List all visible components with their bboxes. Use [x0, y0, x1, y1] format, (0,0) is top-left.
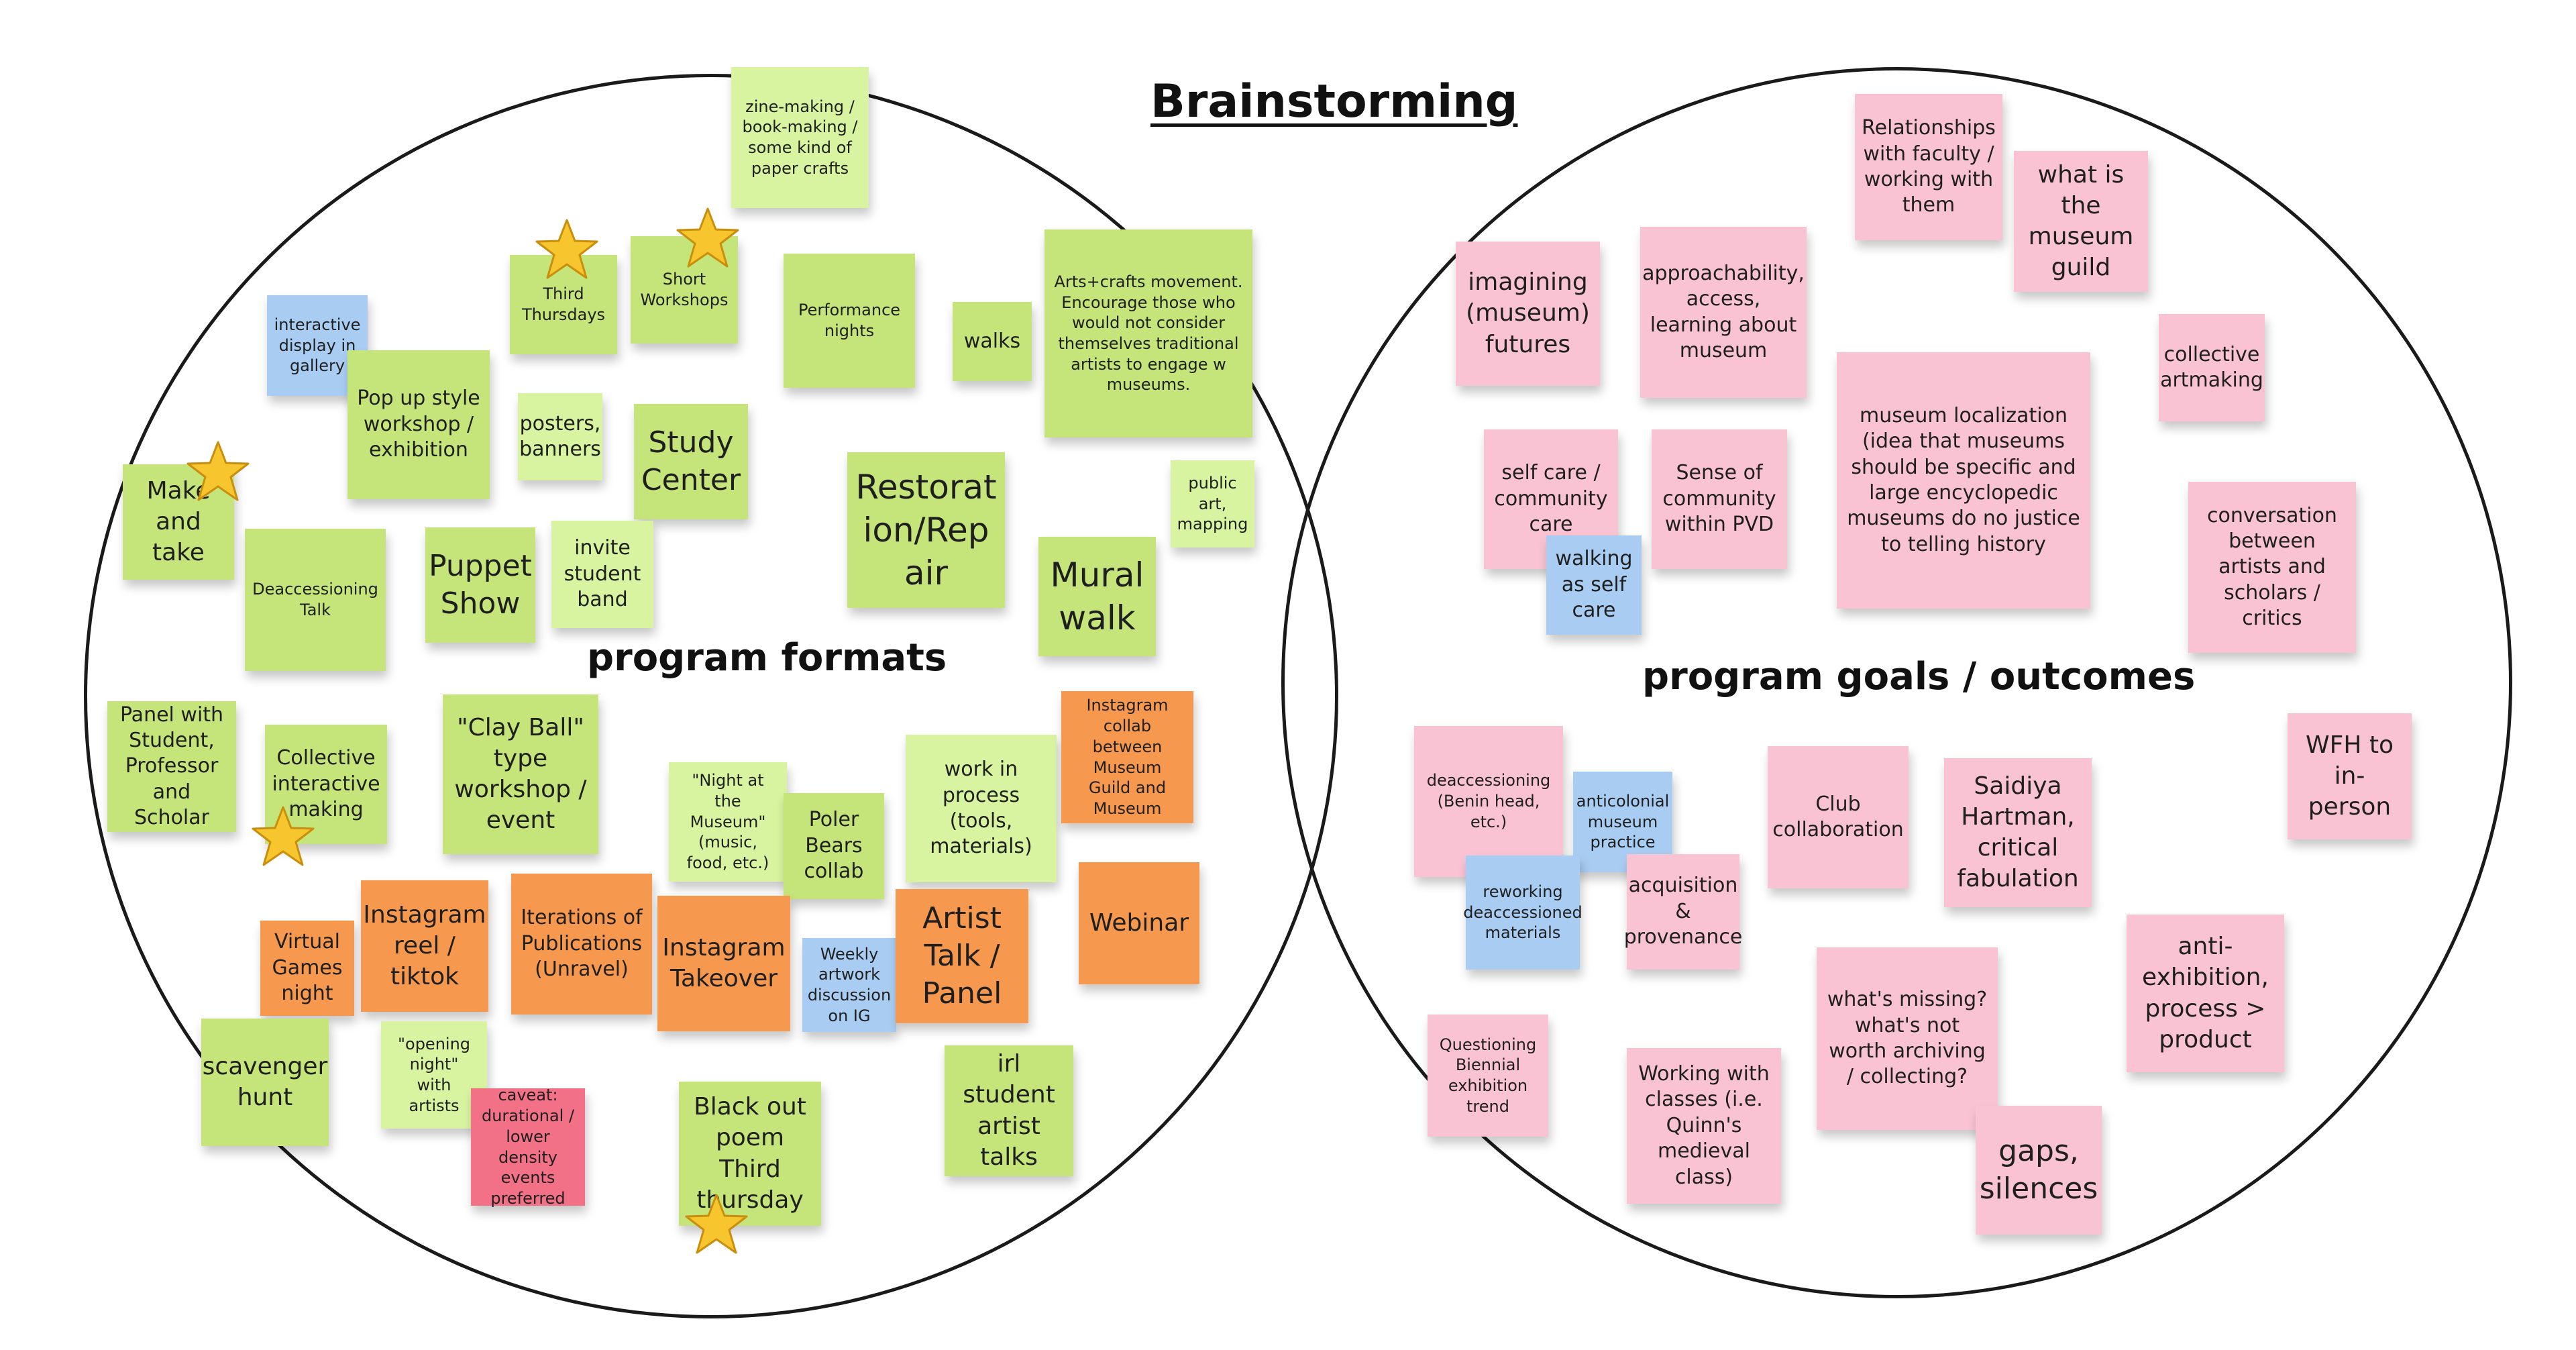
sticky-note-restoration[interactable]: Restorat ion/Rep air	[847, 452, 1005, 608]
sticky-note-mural-walk[interactable]: Mural walk	[1038, 537, 1156, 656]
right-circle	[1281, 67, 2512, 1298]
sticky-note-night-museum[interactable]: "Night at the Museum" (music, food, etc.…	[669, 762, 787, 882]
sticky-note-deaccessioning-talk[interactable]: Deaccessioning Talk	[245, 529, 386, 671]
sticky-note-artist-talk[interactable]: Artist Talk / Panel	[896, 889, 1028, 1023]
sticky-note-instagram-takeover[interactable]: Instagram Takeover	[657, 896, 790, 1031]
sticky-note-imagining[interactable]: imagining (museum) futures	[1456, 242, 1600, 386]
star-icon[interactable]	[674, 205, 741, 272]
sticky-note-club-collab[interactable]: Club collaboration	[1768, 746, 1909, 888]
sticky-note-performance-nights[interactable]: Performance nights	[784, 254, 915, 388]
sticky-note-irl-student[interactable]: irl student artist talks	[945, 1045, 1073, 1176]
sticky-note-puppet-show[interactable]: Puppet Show	[425, 527, 535, 643]
sticky-note-public-art[interactable]: public art, mapping	[1171, 460, 1254, 548]
sticky-note-posters[interactable]: posters, banners	[518, 393, 602, 480]
sticky-note-collective-artmaking[interactable]: collective artmaking	[2159, 314, 2265, 421]
sticky-note-scavenger[interactable]: scavenger hunt	[201, 1019, 329, 1146]
sticky-note-reworking[interactable]: reworking deaccessioned materials	[1463, 855, 1582, 970]
sticky-note-conversation[interactable]: conversation between artists and scholar…	[2188, 482, 2356, 653]
sticky-note-weekly-artwork[interactable]: Weekly artwork discussion on IG	[802, 938, 896, 1032]
sticky-note-relationships[interactable]: Relationships with faculty / working wit…	[1855, 94, 2002, 240]
sticky-note-sense-community[interactable]: Sense of community within PVD	[1652, 429, 1787, 569]
sticky-note-working-classes[interactable]: Working with classes (i.e. Quinn's medie…	[1627, 1048, 1781, 1204]
sticky-note-approachability[interactable]: approachability, access, learning about …	[1640, 227, 1807, 398]
board-title: Brainstorming	[1150, 75, 1518, 128]
sticky-note-instagram-reel[interactable]: Instagram reel / tiktok	[361, 880, 488, 1012]
sticky-note-acquisition[interactable]: acquisition & provenance	[1624, 854, 1742, 970]
sticky-note-pop-up[interactable]: Pop up style workshop / exhibition	[347, 350, 490, 499]
sticky-note-gaps[interactable]: gaps, silences	[1976, 1106, 2102, 1235]
sticky-note-deaccessioning-benin[interactable]: deaccessioning (Benin head, etc.)	[1414, 726, 1563, 877]
sticky-note-localization[interactable]: museum localization (idea that museums s…	[1837, 352, 2090, 609]
sticky-note-iterations[interactable]: Iterations of Publications (Unravel)	[511, 874, 652, 1015]
sticky-note-walks[interactable]: walks	[953, 302, 1032, 381]
sticky-note-wfh[interactable]: WFH to in-person	[2288, 713, 2412, 839]
sticky-note-work-in-process[interactable]: work in process (tools, materials)	[906, 735, 1057, 882]
sticky-note-zine[interactable]: zine-making / book-making / some kind of…	[731, 67, 869, 208]
sticky-note-invite-band[interactable]: invite student band	[551, 521, 653, 628]
sticky-note-anti-exhibition[interactable]: anti-exhibition, process > product	[2127, 915, 2284, 1072]
star-icon[interactable]	[184, 438, 252, 505]
sticky-note-opening-night[interactable]: "opening night" with artists	[381, 1021, 487, 1129]
sticky-note-caveat[interactable]: caveat: durational / lower density event…	[471, 1086, 585, 1208]
sticky-note-instagram-collab[interactable]: Instagram collab between Museum Guild an…	[1061, 691, 1193, 823]
sticky-note-questioning-biennial[interactable]: Questioning Biennial exhibition trend	[1428, 1015, 1548, 1137]
sticky-note-self-care[interactable]: self care / community care	[1484, 429, 1618, 569]
sticky-note-interactive-display[interactable]: interactive display in gallery	[267, 295, 368, 396]
star-icon[interactable]	[250, 803, 317, 870]
sticky-note-panel-with[interactable]: Panel with Student, Professor and Schola…	[107, 701, 236, 832]
sticky-note-third-thursdays[interactable]: Third Thursdays	[510, 255, 617, 354]
sticky-note-arts-crafts[interactable]: Arts+crafts movement. Encourage those wh…	[1044, 229, 1252, 437]
label-program-goals: program goals / outcomes	[1642, 655, 2196, 698]
sticky-note-virtual-games[interactable]: Virtual Games night	[260, 921, 354, 1016]
star-icon[interactable]	[683, 1191, 750, 1258]
sticky-note-whats-missing[interactable]: what's missing? what's not worth archivi…	[1817, 947, 1998, 1130]
sticky-note-museum-guild[interactable]: what is the museum guild	[2014, 151, 2148, 292]
label-program-formats: program formats	[587, 636, 947, 680]
sticky-note-webinar[interactable]: Webinar	[1079, 862, 1199, 984]
star-icon[interactable]	[533, 216, 600, 283]
sticky-note-saidiya[interactable]: Saidiya Hartman, critical fabulation	[1944, 758, 2092, 907]
sticky-note-walking-self-care[interactable]: walking as self care	[1546, 535, 1642, 635]
sticky-note-poler-bears[interactable]: Poler Bears collab	[784, 793, 884, 899]
sticky-note-clay-ball[interactable]: "Clay Ball" type workshop / event	[443, 694, 598, 854]
sticky-note-study-center[interactable]: Study Center	[634, 404, 748, 519]
